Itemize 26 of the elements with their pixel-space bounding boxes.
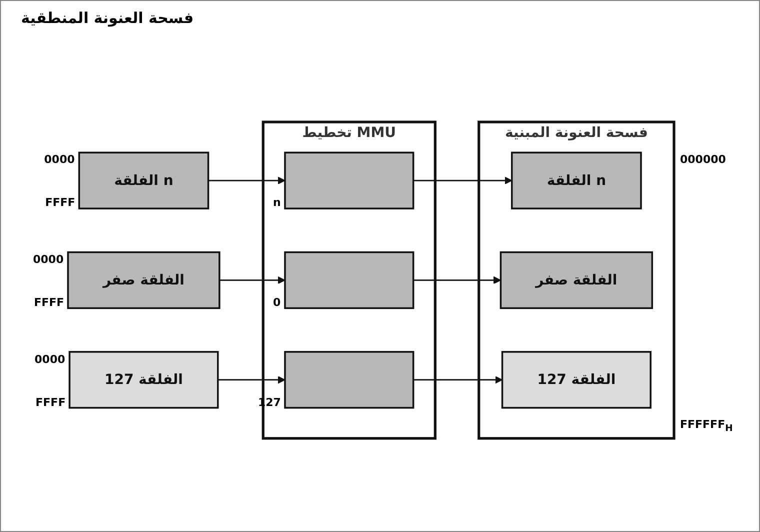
node-box: الفلقة صفر (67, 251, 220, 309)
address-label: 0000 (44, 153, 75, 166)
address-label: FFFFFF$_{H}$ (680, 418, 733, 436)
arrow (219, 276, 286, 284)
address-label: n (272, 196, 281, 210)
arrow (218, 376, 286, 384)
arrow (413, 176, 512, 184)
node-box: الفلقة n (511, 152, 642, 210)
column-heading: فسحة العنونة المنطقية (21, 9, 194, 27)
address-label: 0000 (32, 253, 64, 266)
arrow (413, 376, 503, 384)
node-bar (284, 350, 414, 408)
node-box: الفلقة 127 (501, 350, 652, 408)
node-box: الفلقة n (78, 152, 210, 210)
arrow (413, 276, 502, 284)
arrow (208, 176, 286, 184)
node-bar (284, 251, 414, 309)
node-box: الفلقة صفر (500, 251, 654, 309)
node-bar (284, 152, 414, 210)
address-label: 0000 (34, 352, 66, 366)
address-label: FFFF (34, 296, 64, 309)
address-label: FFFF (45, 196, 76, 210)
node-box: الفلقة 127 (68, 350, 219, 408)
address-label: 0 (272, 296, 281, 309)
address-label: FFFF (36, 396, 66, 409)
address-label: 000000 (680, 152, 726, 166)
